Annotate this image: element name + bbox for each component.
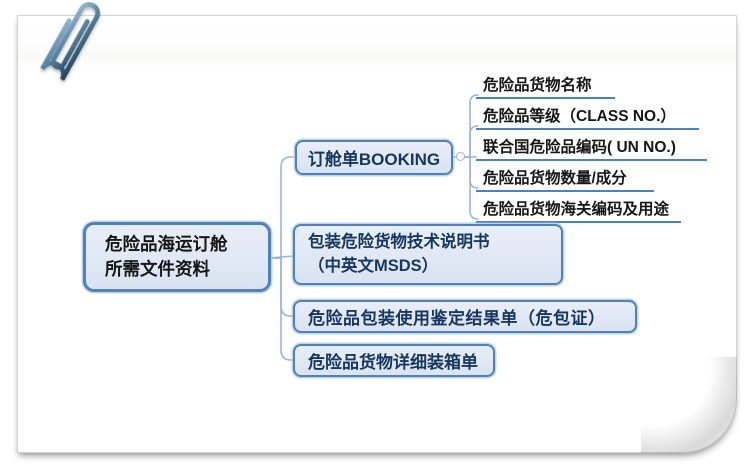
branch-label-line2: （中英文MSDS）	[308, 256, 439, 275]
root-label-line2: 所需文件资料	[105, 259, 210, 279]
mindmap-subtopic-un-no[interactable]: 联合国危险品编码( UN NO.)	[476, 131, 707, 161]
mindmap-branch-booking[interactable]: 订舱单BOOKING	[295, 140, 453, 175]
root-label-line1: 危险品海运订舱	[105, 233, 228, 254]
mindmap-subtopic-class-no[interactable]: 危险品等级（CLASS NO.）	[476, 100, 699, 130]
mindmap-subtopic-cargo-name[interactable]: 危险品货物名称	[476, 69, 615, 99]
mindmap-branch-msds[interactable]: 包装危险货物技术说明书 （中英文MSDS）	[293, 224, 563, 285]
branch-label: 订舱单BOOKING	[307, 150, 441, 169]
branch-label-line1: 包装危险货物技术说明书	[308, 232, 490, 251]
mindmap-branch-packing-list[interactable]: 危险品货物详细装箱单	[293, 344, 495, 377]
subtopic-label: 危险品货物名称	[483, 77, 592, 94]
mindmap-root-node[interactable]: 危险品海运订舱 所需文件资料	[83, 222, 271, 292]
page-curl-corner	[641, 357, 737, 453]
branch-label: 危险品货物详细装箱单	[308, 353, 478, 372]
subtopic-label: 危险品等级（CLASS NO.）	[483, 108, 676, 125]
branch-label: 危险品包装使用鉴定结果单（危包证）	[308, 309, 606, 328]
collapse-handle-circle[interactable]	[456, 152, 465, 161]
subtopic-label: 联合国危险品编码( UN NO.)	[483, 139, 676, 156]
subtopic-label: 危险品货物数量/成分	[483, 170, 627, 187]
mindmap-branch-package-cert[interactable]: 危险品包装使用鉴定结果单（危包证）	[293, 300, 637, 333]
subtopic-label: 危险品货物海关编码及用途	[483, 201, 670, 218]
paperclip-icon	[10, 0, 128, 108]
mindmap-subtopic-hs-code[interactable]: 危险品货物海关编码及用途	[476, 193, 681, 223]
mindmap-subtopic-quantity[interactable]: 危险品货物数量/成分	[476, 162, 654, 192]
